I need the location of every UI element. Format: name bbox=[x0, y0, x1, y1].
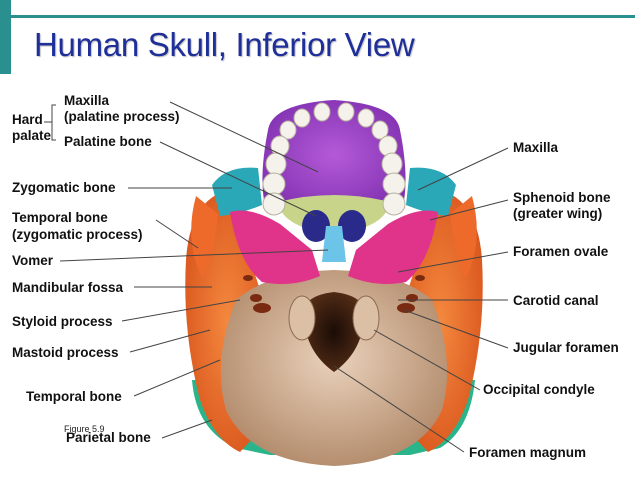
page-title: Human Skull, Inferior View bbox=[34, 26, 415, 63]
label-foramen-magnum: Foramen magnum bbox=[469, 445, 587, 460]
label-parietal-bone: Parietal bone bbox=[66, 430, 151, 445]
label-mandibular-fossa: Mandibular fossa bbox=[12, 280, 124, 295]
zygomatic-bone-left bbox=[212, 167, 262, 216]
label-zygomatic-bone: Zygomatic bone bbox=[12, 180, 116, 195]
label-maxilla-palatine-2: (palatine process) bbox=[64, 109, 180, 124]
choana-left bbox=[302, 210, 330, 242]
occipital-condyle-left bbox=[288, 295, 316, 341]
figure-caption: Figure 5.9 bbox=[64, 424, 105, 434]
label-styloid-process: Styloid process bbox=[12, 314, 113, 329]
occipital-condyle-right bbox=[352, 295, 380, 341]
label-temporal-bone: Temporal bone bbox=[26, 389, 122, 404]
label-mastoid-process: Mastoid process bbox=[12, 345, 119, 360]
sphenoid-right bbox=[348, 210, 438, 284]
label-occipital-condyle: Occipital condyle bbox=[483, 382, 595, 397]
label-foramen-ovale: Foramen ovale bbox=[513, 244, 609, 259]
label-palatine-bone: Palatine bone bbox=[64, 134, 152, 149]
leader-lines bbox=[44, 101, 509, 453]
label-vomer: Vomer bbox=[12, 253, 54, 268]
choana-right bbox=[338, 210, 366, 242]
label-sphenoid-1: Sphenoid bone bbox=[513, 190, 611, 205]
foramen-magnum bbox=[303, 292, 365, 372]
zygomatic-arch-right bbox=[450, 196, 477, 278]
zygomatic-bone-right bbox=[406, 167, 456, 216]
label-temporal-zyg-2: (zygomatic process) bbox=[12, 227, 143, 242]
label-maxilla: Maxilla bbox=[513, 140, 559, 155]
top-rule bbox=[11, 15, 635, 18]
sphenoid-left bbox=[230, 210, 320, 284]
label-carotid-canal: Carotid canal bbox=[513, 293, 599, 308]
label-hard-palate-2: palate bbox=[12, 128, 52, 143]
label-jugular-foramen: Jugular foramen bbox=[513, 340, 619, 355]
vomer-region bbox=[322, 226, 346, 262]
label-hard-palate-1: Hard bbox=[12, 112, 43, 127]
label-sphenoid-2: (greater wing) bbox=[513, 206, 603, 221]
zygomatic-arch-left bbox=[191, 196, 218, 278]
label-temporal-zyg-1: Temporal bone bbox=[12, 210, 108, 225]
accent-bar bbox=[0, 0, 11, 74]
label-maxilla-palatine-1: Maxilla bbox=[64, 93, 110, 108]
maxilla-region bbox=[262, 100, 406, 210]
